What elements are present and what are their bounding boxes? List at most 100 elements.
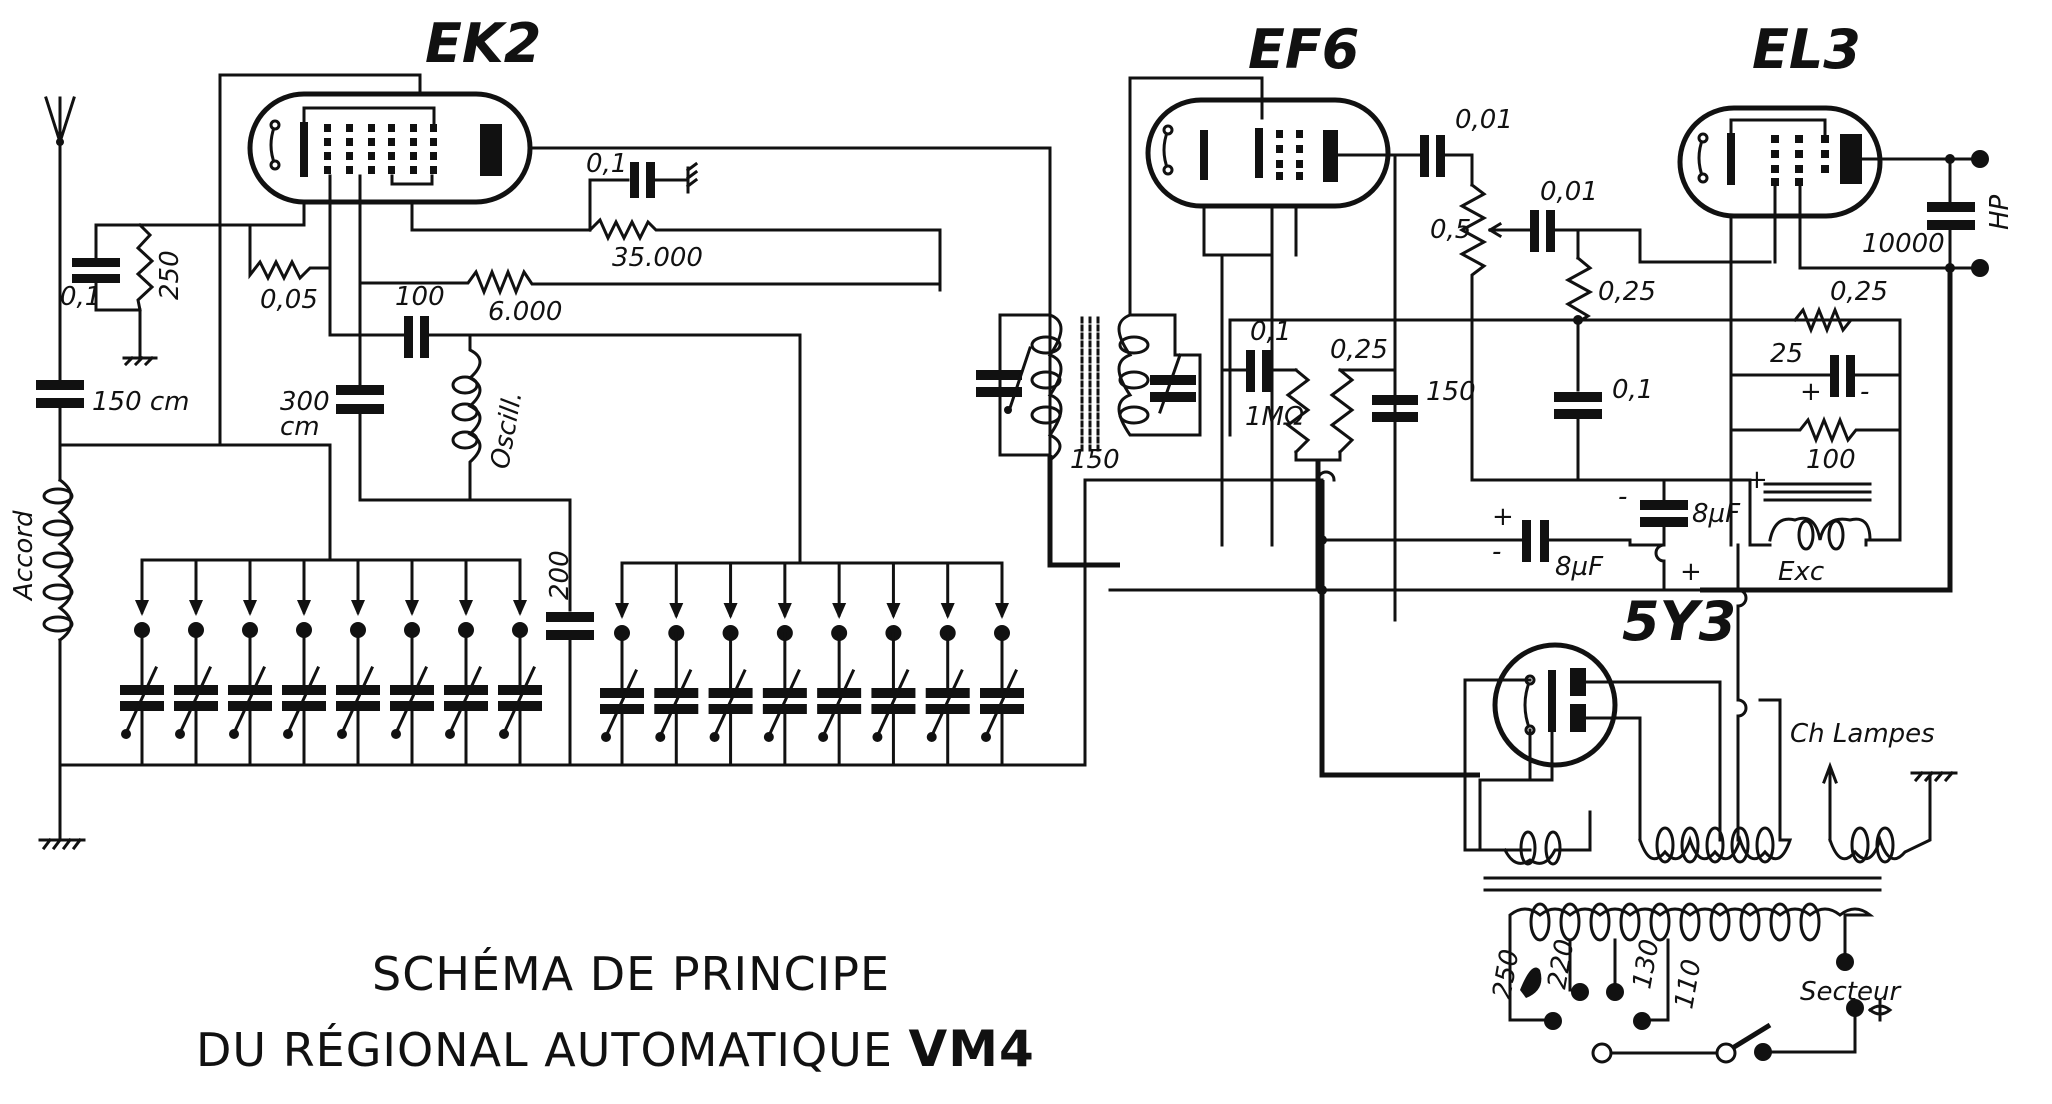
label-cathode-el3-plus: + xyxy=(1800,377,1822,407)
accord-feed xyxy=(140,443,522,562)
capacitor-150 xyxy=(1372,395,1418,422)
antenna-icon xyxy=(44,96,76,147)
tube-el3 xyxy=(1677,105,1883,219)
label-c-coupling-1: 0,01 xyxy=(1455,105,1513,135)
coil-oscillator xyxy=(451,333,482,472)
label-c-coupling-2: 0,01 xyxy=(1540,177,1598,207)
resistor-cathode-ek2 xyxy=(135,222,155,312)
accord-trimmer xyxy=(498,558,542,767)
accord-trimmer xyxy=(444,558,488,767)
label-speaker: HP xyxy=(1985,194,2015,230)
label-c-antenna: 150 cm xyxy=(92,387,190,417)
label-r-cathode-el3: 0,25 xyxy=(1830,277,1888,307)
resistor-grid-el3 xyxy=(1564,255,1594,325)
power-transformer xyxy=(1483,698,1958,1030)
accord-trimmer xyxy=(174,558,218,767)
label-c-bank-link: 200 xyxy=(545,550,575,600)
tube-ef6 xyxy=(1145,97,1391,209)
label-r-screen: 35.000 xyxy=(612,243,703,273)
mains-terminal-1 xyxy=(1836,953,1854,971)
label-tube-5y3: 5Y3 xyxy=(1622,590,1736,653)
label-tube-el3: EL3 xyxy=(1752,18,1861,81)
label-c-decoupling: 0,1 xyxy=(1612,375,1653,405)
label-r-screen-ef6: 0,25 xyxy=(1330,335,1388,365)
accord-trimmer xyxy=(390,558,434,767)
capacitor-tone xyxy=(1927,202,1975,230)
accord-trimmer xyxy=(120,558,164,767)
title-line-2: DU RÉGIONAL AUTOMATIQUE VM4 xyxy=(196,1020,1035,1078)
label-c-filter-2-plus: + xyxy=(1680,557,1702,587)
switch-terminal xyxy=(1591,1042,1613,1064)
label-if-transformer-r: 150 xyxy=(1070,445,1120,475)
capacitor-decoupling xyxy=(1554,392,1602,419)
label-r-cathode-ef6: 1MΩ xyxy=(1245,402,1304,432)
oscillator-feed xyxy=(620,333,1004,565)
oscillator-trimmer xyxy=(762,561,807,767)
accord-trimmer xyxy=(228,558,272,767)
capacitor-filter-1 xyxy=(1522,520,1549,562)
label-c-filter-1-minus: - xyxy=(1492,537,1501,567)
label-c-screen: 0,1 xyxy=(586,149,627,179)
oscillator-trimmer xyxy=(980,561,1024,767)
tap-terminal-130 xyxy=(1606,983,1624,1001)
label-c-cathode-el3: 25 xyxy=(1770,339,1803,369)
resistor-screen-ef6 xyxy=(1329,367,1355,455)
capacitor-coupling-1 xyxy=(1420,135,1445,177)
oscillator-trimmer xyxy=(817,561,862,767)
label-coil-oscill: Oscill. xyxy=(485,389,528,471)
label-c-ant-decoupling: 0,1 xyxy=(60,282,101,312)
label-coil-accord: Accord xyxy=(9,510,39,602)
label-r-100: 100 xyxy=(1806,445,1856,475)
oscillator-trimmer xyxy=(708,561,753,767)
label-tube-ef6: EF6 xyxy=(1248,18,1359,81)
tuning-bank-oscillator xyxy=(600,333,1024,767)
label-cathode-el3-minus: - xyxy=(1860,377,1869,407)
ground-icon xyxy=(38,763,86,851)
title-model: VM4 xyxy=(909,1020,1035,1078)
label-tap-250: 250 xyxy=(1487,947,1525,1001)
oscillator-trimmer xyxy=(871,561,916,767)
capacitor-padding xyxy=(336,385,384,414)
label-c-filter-2-minus: - xyxy=(1618,482,1627,512)
ek2-grids xyxy=(324,124,437,174)
tap-terminal-220 xyxy=(1571,983,1589,1001)
label-tap-130: 130 xyxy=(1627,937,1665,991)
label-tap-220: 220 xyxy=(1542,937,1580,991)
label-c-osc-grid: 100 xyxy=(395,282,445,312)
accord-trimmer xyxy=(336,558,380,767)
tube-ek2 xyxy=(247,91,533,205)
capacitor-screen xyxy=(630,162,655,198)
potentiometer-volume xyxy=(1458,182,1488,482)
label-tube-ek2: EK2 xyxy=(425,12,541,75)
tap-terminal-110 xyxy=(1633,1012,1651,1030)
label-r-cathode-ek2: 250 xyxy=(155,250,185,300)
mains-terminal-2 xyxy=(1846,999,1864,1017)
label-pot-volume: 0,5 xyxy=(1430,215,1471,245)
label-c-padding: 300 xyxy=(280,387,330,417)
label-r-grid-el3: 0,25 xyxy=(1598,277,1656,307)
capacitor-bank-link xyxy=(546,612,594,640)
oscillator-trimmer xyxy=(600,561,644,767)
capacitor-cathode-el3 xyxy=(1830,355,1855,397)
accord-trimmer xyxy=(282,558,326,767)
label-c-padding-unit: cm xyxy=(280,412,320,442)
capacitor-ant-decoupling xyxy=(72,258,120,283)
label-c-filter-2: 8µF xyxy=(1692,499,1741,529)
label-heater-winding: Ch Lampes xyxy=(1790,719,1935,749)
tube-5y3 xyxy=(1492,642,1618,768)
label-c-filter-1: 8µF xyxy=(1555,552,1604,582)
label-r-grid-leak: 0,05 xyxy=(260,285,318,315)
resistor-cathode-el3 xyxy=(1792,305,1902,542)
capacitor-osc-grid xyxy=(404,316,429,358)
label-c-tone: 10000 xyxy=(1862,229,1945,259)
label-tap-110: 110 xyxy=(1669,957,1707,1011)
capacitor-antenna xyxy=(36,380,84,408)
capacitor-filter-2 xyxy=(1640,500,1688,527)
label-c-filter-1-plus: + xyxy=(1492,502,1514,532)
oscillator-trimmer xyxy=(925,561,970,767)
field-coil xyxy=(1763,482,1872,551)
oscillator-trimmer xyxy=(654,561,699,767)
title-line-1: SCHÉMA DE PRINCIPE xyxy=(372,947,890,1001)
capacitor-cathode-ef6 xyxy=(1246,350,1271,392)
